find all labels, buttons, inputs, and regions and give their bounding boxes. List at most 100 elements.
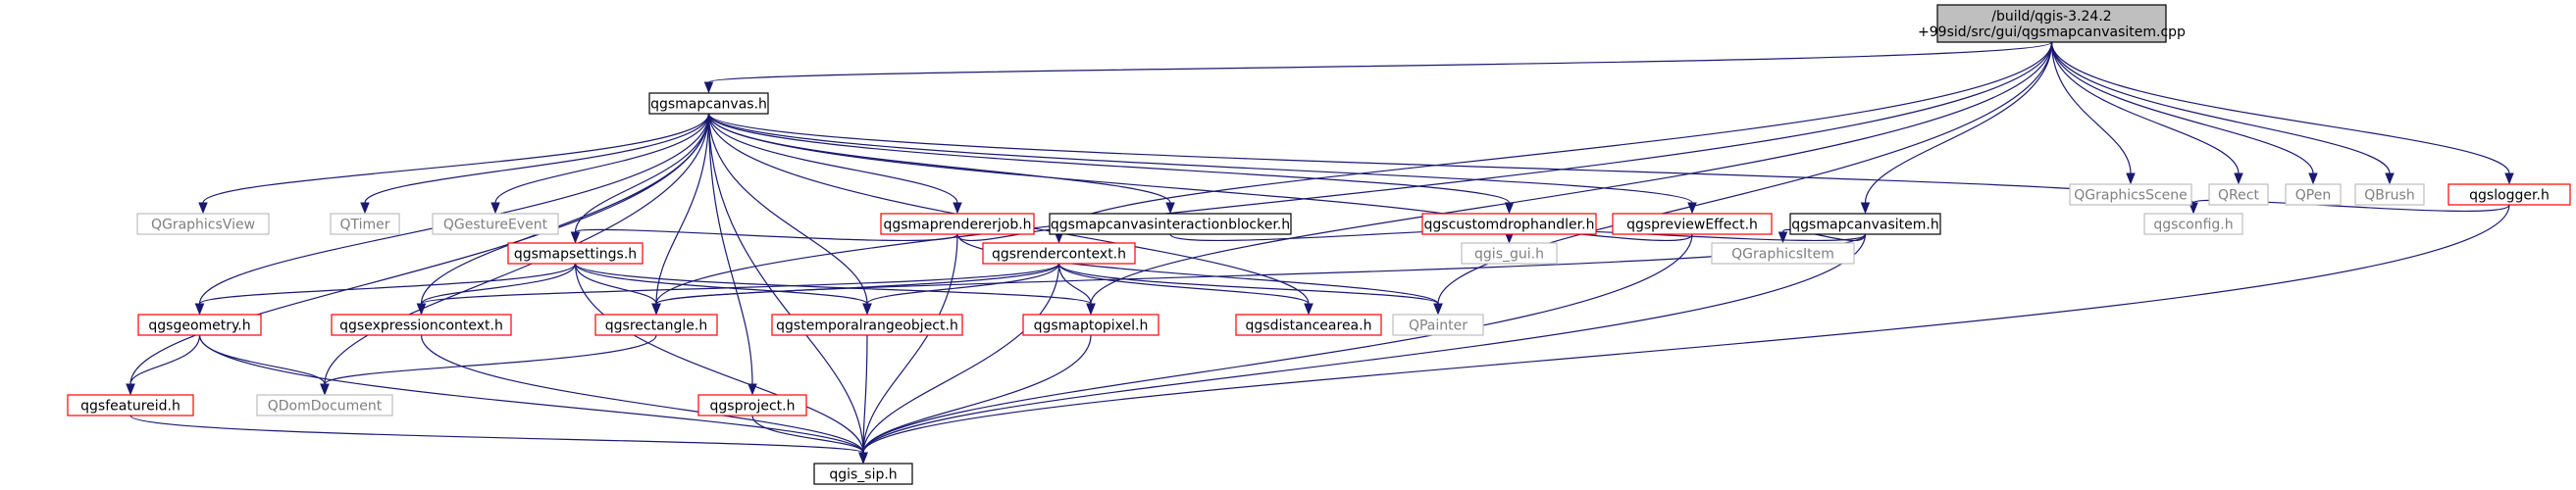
node-root[interactable]: /build/qgis-3.24.2+99sid/src/gui/qgsmapc… xyxy=(1918,4,2186,43)
edge-line xyxy=(198,334,864,454)
edge-maptopixel-to-sip xyxy=(858,334,1092,465)
node-mapcanvas[interactable]: qgsmapcanvas.h xyxy=(648,92,769,115)
node-label: qgscustomdrophandler.h xyxy=(1424,218,1595,233)
edge-line xyxy=(1864,41,2053,204)
node-logger[interactable]: qgslogger.h xyxy=(2447,183,2571,206)
node-exprctx[interactable]: qgsexpressioncontext.h xyxy=(331,314,512,336)
edge-line xyxy=(198,334,326,385)
node-config: qgsconfig.h xyxy=(2143,213,2243,235)
edge-arrowhead xyxy=(1504,202,1515,215)
node-featureid[interactable]: qgsfeatureid.h xyxy=(67,394,194,416)
edge-line xyxy=(574,113,710,233)
edge-line xyxy=(1781,228,1867,242)
edge-mapsettings-to-geometry xyxy=(194,263,577,316)
node-label: qgsexpressioncontext.h xyxy=(339,318,503,334)
node-project[interactable]: qgsproject.h xyxy=(697,394,807,416)
edge-line xyxy=(707,113,1310,305)
edge-line xyxy=(707,41,2053,83)
edge-line xyxy=(1057,41,2053,233)
edge-line xyxy=(707,113,1693,204)
edge-line xyxy=(707,113,864,454)
node-qgestureevent: QGestureEvent xyxy=(432,213,559,235)
node-layer: /build/qgis-3.24.2+99sid/src/gui/qgsmapc… xyxy=(67,4,2571,485)
edge-canvasitem-to-sip xyxy=(858,233,1867,465)
edge-root-to-maptopixel xyxy=(1086,41,2053,316)
edge-canvasitem-to-qgraphicsitem xyxy=(1777,228,1867,244)
edge-line xyxy=(198,263,577,305)
node-label: qgsmapcanvas.h xyxy=(650,97,767,113)
edge-arrowhead xyxy=(2385,172,2395,185)
edge-mapsettings-to-exprctx xyxy=(416,263,577,316)
node-label: qgspreviewEffect.h xyxy=(1626,218,1758,233)
edge-line xyxy=(862,334,868,454)
node-gui: qgis_gui.h xyxy=(1461,242,1558,265)
edge-arrowhead xyxy=(2504,172,2514,185)
node-geometry[interactable]: qgsgeometry.h xyxy=(137,314,262,336)
edge-arrowhead xyxy=(2308,172,2318,185)
node-label: +99sid/src/gui/qgsmapcanvasitem.cpp xyxy=(1918,24,2186,40)
edge-arrowhead xyxy=(1433,303,1443,316)
node-box xyxy=(982,242,1136,265)
edge-arrowhead xyxy=(953,202,962,215)
node-renderjob[interactable]: qgsmaprendererjob.h xyxy=(880,213,1035,235)
edge-arrowhead xyxy=(360,202,370,215)
node-preview[interactable]: qgspreviewEffect.h xyxy=(1612,213,1773,235)
node-blocker[interactable]: qgsmapcanvasinteractionblocker.h xyxy=(1049,213,1292,235)
edge-mapsettings-to-rectangle xyxy=(574,263,661,316)
edge-line xyxy=(1057,263,1439,305)
node-box xyxy=(507,242,644,265)
edge-arrowhead xyxy=(198,202,208,215)
edge-rectangle-to-qdomdocument xyxy=(320,334,657,396)
node-label: qgsmaptopixel.h xyxy=(1034,318,1149,334)
edge-line xyxy=(574,263,1092,305)
edge-line xyxy=(574,263,864,454)
edge-mapcanvas-to-qgestureevent xyxy=(490,113,710,215)
edge-line xyxy=(494,113,710,204)
edge-line xyxy=(707,113,753,385)
node-label: qgsmapcanvasinteractionblocker.h xyxy=(1051,218,1290,233)
edge-root-to-canvasitem xyxy=(1860,41,2053,215)
edge-line xyxy=(707,113,1511,204)
node-label: qgis_gui.h xyxy=(1474,247,1544,263)
edge-mapcanvas-to-blocker xyxy=(707,113,1175,215)
node-distarea[interactable]: qgsdistancearea.h xyxy=(1235,314,1382,336)
node-box xyxy=(2208,183,2269,206)
edge-line xyxy=(862,233,958,454)
node-qgraphicsview: QGraphicsView xyxy=(136,213,270,235)
node-temporal[interactable]: qgstemporalrangeobject.h xyxy=(771,314,963,336)
node-rectangle[interactable]: qgsrectangle.h xyxy=(594,314,718,336)
node-label: qgsmapsettings.h xyxy=(514,247,637,263)
edge-line xyxy=(420,263,1060,305)
node-label: qgsrectangle.h xyxy=(605,318,707,334)
node-dragdrop[interactable]: qgscustomdrophandler.h xyxy=(1421,213,1597,235)
node-sip[interactable]: qgis_sip.h xyxy=(813,463,913,485)
node-canvasitem[interactable]: qgsmapcanvasitem.h xyxy=(1789,213,1941,235)
edge-line xyxy=(198,113,710,305)
node-label: QGraphicsItem xyxy=(1731,247,1834,263)
edge-root-to-rectangle xyxy=(651,41,2053,316)
edge-line xyxy=(324,334,657,385)
edge-mapcanvas-to-qtimer xyxy=(360,113,710,215)
edge-arrowhead xyxy=(858,452,868,465)
node-mapsettings[interactable]: qgsmapsettings.h xyxy=(507,242,644,265)
node-qpainter: QPainter xyxy=(1392,314,1484,336)
edge-layer xyxy=(126,41,2514,465)
node-box xyxy=(648,92,769,115)
edge-line xyxy=(1090,41,2053,305)
node-box xyxy=(2447,183,2571,206)
node-box xyxy=(1789,213,1941,235)
edge-rendercontext-to-rectangle xyxy=(651,263,1060,316)
edge-root-to-mapcanvas xyxy=(703,41,2053,94)
edge-line xyxy=(2050,41,2391,174)
node-maptopixel[interactable]: qgsmaptopixel.h xyxy=(1022,314,1159,336)
edge-line xyxy=(2050,41,2510,174)
edge-line xyxy=(420,113,710,305)
edge-arrowhead xyxy=(651,303,661,316)
edge-line xyxy=(1057,263,1092,305)
node-box xyxy=(137,314,262,336)
node-box xyxy=(330,213,400,235)
node-rendercontext[interactable]: qgsrendercontext.h xyxy=(982,242,1136,265)
edge-arrowhead xyxy=(1086,303,1096,316)
edge-geometry-to-featureid xyxy=(126,334,201,396)
edge-line xyxy=(129,415,864,454)
